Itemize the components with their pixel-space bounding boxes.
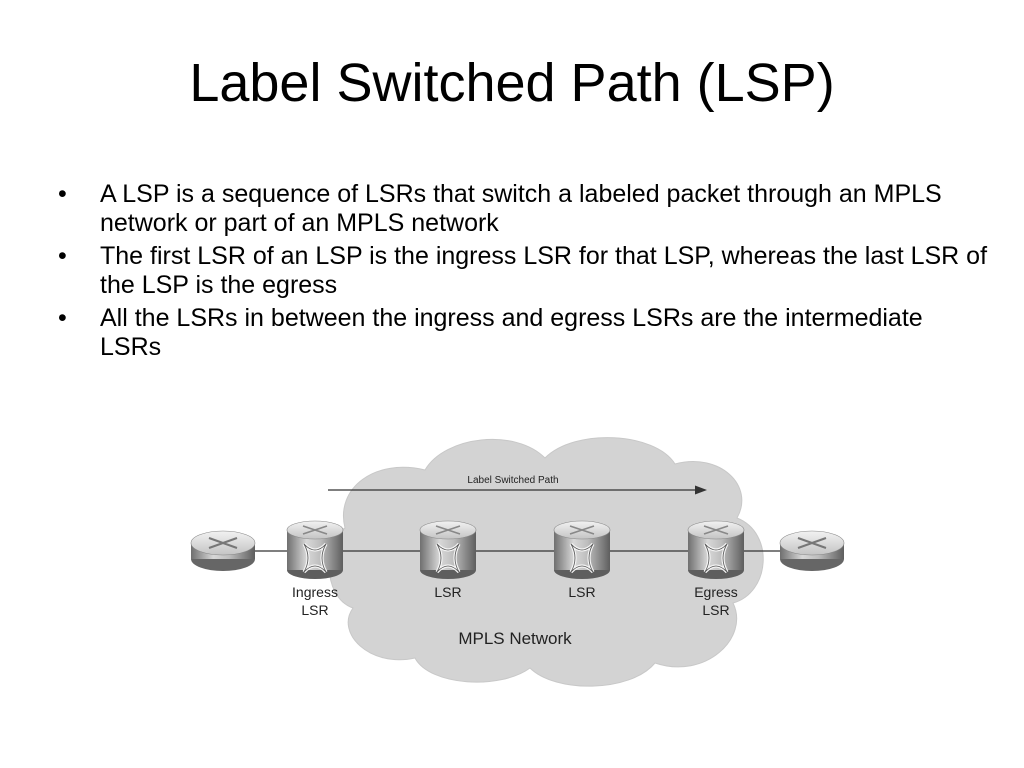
- atm-switch-router-icon: [553, 520, 611, 579]
- network-label: MPLS Network: [458, 629, 572, 648]
- bullet-marker: •: [58, 242, 67, 270]
- mpls-diagram: Label Switched Path: [185, 418, 855, 690]
- node-label-egress: Egress: [694, 584, 738, 600]
- bullet-marker: •: [58, 304, 67, 332]
- slide-title: Label Switched Path (LSP): [189, 53, 835, 113]
- node-label-ingress-lsr: LSR: [301, 602, 328, 618]
- bullet-text: All the LSRs in between the ingress and …: [100, 304, 923, 361]
- atm-switch-router-icon: [419, 520, 477, 579]
- bullet-marker: •: [58, 180, 67, 208]
- arrow-right-icon: [328, 485, 707, 495]
- node-label-egress-lsr: LSR: [702, 602, 729, 618]
- node-label-lsr: LSR: [568, 584, 595, 600]
- bullet-item: • All the LSRs in between the ingress an…: [58, 304, 988, 362]
- node-label-lsr: LSR: [434, 584, 461, 600]
- router-icon: [190, 530, 256, 571]
- path-label: Label Switched Path: [467, 475, 558, 486]
- bullet-item: • The first LSR of an LSP is the ingress…: [58, 242, 988, 300]
- bullet-item: • A LSP is a sequence of LSRs that switc…: [58, 180, 988, 238]
- router-icon: [779, 530, 845, 571]
- bullet-text: The first LSR of an LSP is the ingress L…: [100, 242, 988, 299]
- cloud-icon: [328, 437, 764, 687]
- bullet-list: • A LSP is a sequence of LSRs that switc…: [58, 180, 988, 366]
- bullet-text: A LSP is a sequence of LSRs that switch …: [100, 180, 942, 237]
- atm-switch-router-icon: [286, 520, 344, 579]
- node-label-ingress: Ingress: [292, 584, 338, 600]
- mpls-diagram-svg: Label Switched Path: [190, 437, 845, 687]
- atm-switch-router-icon: [687, 520, 745, 579]
